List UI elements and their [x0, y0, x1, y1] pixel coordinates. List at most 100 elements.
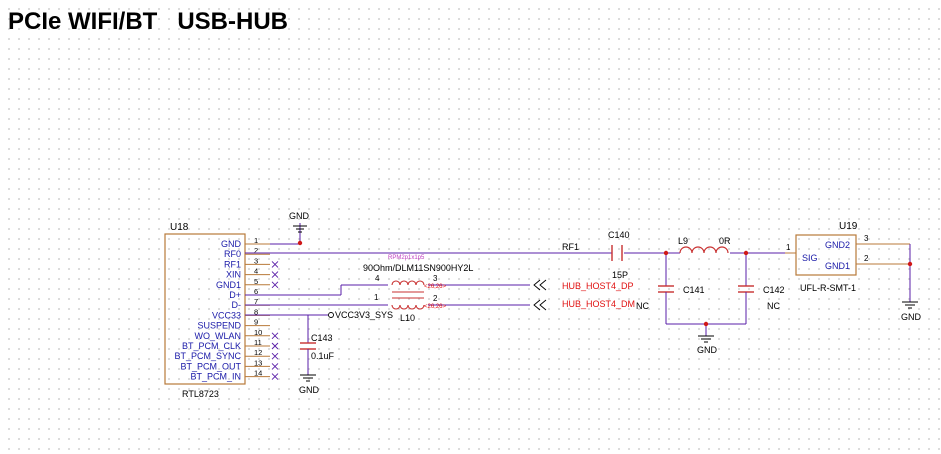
- page-title: PCIe WIFI/BT USB-HUB: [8, 8, 288, 35]
- gnd-label: GND: [901, 312, 922, 322]
- c140-value: 15P: [612, 270, 628, 280]
- u18-pin-name: BT_PCM_CLK: [182, 341, 241, 351]
- u18-pin-number: 2: [254, 246, 258, 255]
- no-connect-mark: [271, 363, 279, 370]
- c141-capacitor[interactable]: C141 NC: [636, 253, 705, 324]
- rf1-net-label: RF1: [562, 242, 579, 252]
- no-connect-mark: [271, 261, 279, 268]
- u18-pin-name: XIN: [226, 270, 241, 280]
- junction-dot: [743, 250, 749, 256]
- c140-ref: C140: [608, 230, 630, 240]
- u18-pin-11[interactable]: BT_PCM_CLK 11: [182, 338, 279, 351]
- gnd-label: GND: [697, 345, 718, 355]
- l10-ref: L10: [400, 313, 415, 323]
- no-connect-mark: [271, 332, 279, 340]
- junction-dot: [297, 240, 303, 246]
- magenta-note: RPM2p1x1p5: [388, 255, 425, 261]
- u18-pin-5[interactable]: GND1 5: [216, 277, 279, 290]
- u18-pin-number: 11: [254, 338, 262, 347]
- l10-pin4: 4: [375, 274, 380, 283]
- c140-capacitor[interactable]: C140 15P: [608, 230, 630, 280]
- u18-pin-2[interactable]: RF0 2: [224, 246, 270, 259]
- u18-pin-4[interactable]: XIN 4: [226, 267, 279, 280]
- u18-part: RTL8723: [182, 389, 219, 399]
- junction-dot: [663, 250, 669, 256]
- vcc-net-port[interactable]: VCC3V3_SYS: [328, 310, 394, 320]
- l9-inductor[interactable]: L9 0R: [678, 236, 731, 254]
- u18-pin-number: 4: [254, 267, 258, 276]
- junction-dot: [907, 261, 913, 267]
- u19-pin3: 3: [864, 234, 869, 243]
- c143-value: 0.1uF: [311, 351, 335, 361]
- l10-pin2: 2: [433, 294, 438, 303]
- u18-pin-number: 5: [254, 277, 258, 286]
- sheet-ref-dm: <26,26>: [424, 304, 447, 310]
- c141-ref: C141: [683, 285, 705, 295]
- u18-pin-number: 1: [254, 236, 258, 245]
- c143-capacitor[interactable]: C143 0.1uF: [300, 315, 335, 375]
- no-connect-mark: [271, 342, 279, 350]
- u18-pin-13[interactable]: BT_PCM_OUT 13: [180, 358, 279, 371]
- u18-pin-name: GND1: [216, 280, 241, 290]
- u18-ref: U18: [170, 222, 189, 233]
- no-connect-mark: [271, 281, 279, 289]
- u18-pin-name: BT_PCM_SYNC: [174, 351, 241, 361]
- gnd-label: GND: [299, 385, 320, 395]
- rf1-wire: RF1 RPM2p1x1p5: [245, 242, 785, 261]
- u18-pin-9[interactable]: SUSPEND 9: [197, 318, 270, 331]
- hub-dm-label: HUB_HOST4_DM: [562, 299, 635, 309]
- u18-pin-name: SUSPEND: [197, 321, 241, 331]
- gnd-symbol: GND: [299, 374, 320, 395]
- u18-pin-1[interactable]: GND 1: [221, 236, 300, 249]
- u18-pin-10[interactable]: WO_WLAN 10: [194, 328, 279, 341]
- c142-value: NC: [767, 301, 780, 311]
- u18-body: [164, 233, 246, 385]
- u18-pin-name: GND: [221, 239, 242, 249]
- hub-dp-label: HUB_HOST4_DP: [562, 281, 634, 291]
- u18-pin-number: 6: [254, 287, 258, 296]
- l10-pin1: 1: [374, 293, 379, 302]
- gnd-symbol: GND: [901, 301, 922, 322]
- u19-ref: U19: [839, 221, 858, 232]
- u19-gnd2: GND2: [825, 240, 850, 250]
- no-connect-mark: [271, 352, 279, 360]
- u18-pin-number: 10: [254, 328, 262, 337]
- u18-pin-number: 13: [254, 358, 262, 367]
- l9-value: 0R: [719, 236, 731, 246]
- gnd-label: GND: [289, 211, 310, 221]
- u18-pin-number: 8: [254, 307, 258, 316]
- u18-pin-name: WO_WLAN: [194, 331, 241, 341]
- junction-dot: [703, 321, 709, 327]
- no-connect-mark: [271, 271, 279, 278]
- l10-value: 90Ohm/DLM11SN900HY2L: [363, 263, 473, 273]
- u18-pin-name: BT_PCM_IN: [190, 372, 241, 382]
- l9-ref: L9: [678, 236, 688, 246]
- u18-pin-name: BT_PCM_OUT: [180, 361, 241, 371]
- u19-pin2: 2: [864, 254, 869, 263]
- c142-capacitor[interactable]: C142 NC: [738, 253, 785, 324]
- sheet-ref-dp: <26,26>: [424, 284, 447, 290]
- hub-dm-net-port[interactable]: HUB_HOST4_DM: [533, 299, 635, 311]
- u18-pin-number: 14: [254, 369, 262, 378]
- u18-pin-name: D+: [229, 290, 241, 300]
- no-connect-mark: [271, 373, 279, 380]
- gnd-symbol: GND: [697, 335, 718, 355]
- u18-pin-name: RF0: [224, 249, 241, 259]
- l10-choke[interactable]: 90Ohm/DLM11SN900HY2L L10 4 3 1 2 <26,26>…: [363, 263, 473, 323]
- u19-sig: SIG: [802, 253, 818, 263]
- u18-pin-number: 9: [254, 318, 258, 327]
- u18-pin-name: RF1: [224, 259, 241, 269]
- u19-gnd1: GND1: [825, 261, 850, 271]
- hub-dp-net-port[interactable]: HUB_HOST4_DP: [533, 279, 634, 291]
- l10-pin3: 3: [433, 274, 438, 283]
- u18-pin-name: VCC33: [212, 310, 241, 320]
- u19-connector[interactable]: U19 SIG GND2 GND1 UFL-R-SMT-1 1 3 2: [785, 221, 910, 293]
- u19-pin1: 1: [786, 243, 791, 252]
- c143-ref: C143: [311, 333, 333, 343]
- u18-pin-14[interactable]: BT_PCM_IN 14: [190, 369, 279, 382]
